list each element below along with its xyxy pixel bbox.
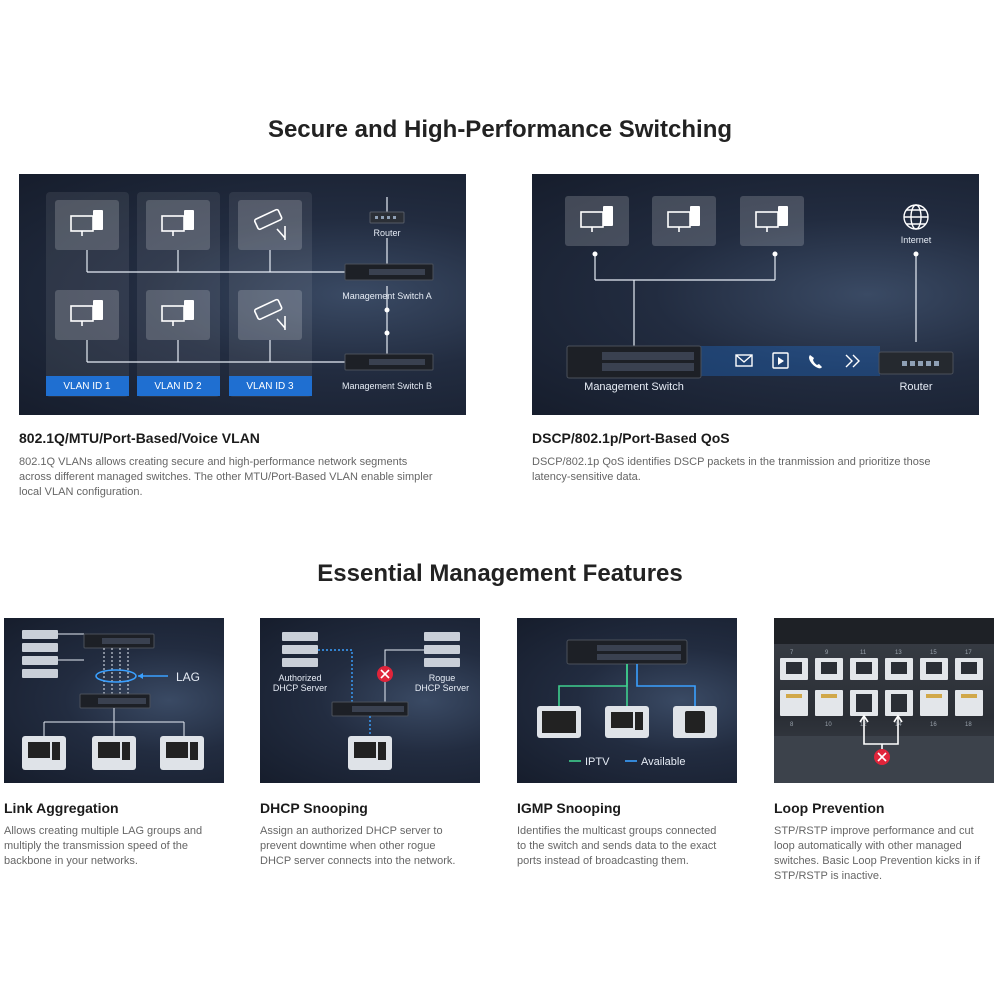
igmp-diagram-panel: IPTV Available: [517, 618, 737, 783]
vlan-column-3: [229, 192, 312, 397]
rogue-label-1: Rogue: [429, 673, 456, 683]
section-title-switching: Secure and High-Performance Switching: [267, 116, 733, 143]
vlan-column-1: [46, 192, 129, 397]
router-icon: [878, 351, 954, 375]
monitor-icon: [22, 736, 66, 770]
computer-icon: [146, 290, 210, 340]
svg-text:16: 16: [930, 722, 937, 728]
vlan-tag-3: [229, 376, 312, 396]
server-icon: [282, 632, 318, 667]
lag-diagram-panel: LAG: [4, 618, 224, 783]
globe-icon: [903, 204, 929, 230]
svg-text:13: 13: [895, 650, 902, 656]
feature-title-lag: Link Aggregation: [4, 800, 119, 816]
server-icon: [22, 630, 58, 678]
svg-text:7: 7: [790, 650, 794, 656]
vlan-tag-2: [137, 376, 220, 396]
iptv-legend: IPTV: [585, 756, 610, 768]
switch-b-label: Management Switch B: [342, 381, 432, 391]
available-legend: Available: [641, 756, 685, 768]
svg-text:9: 9: [825, 650, 829, 656]
computer-icon: [146, 200, 210, 250]
svg-text:11: 11: [860, 650, 867, 656]
switch-icon: [83, 633, 155, 649]
switch-a-label: Management Switch A: [342, 291, 432, 301]
svg-text:VLAN ID 1: VLAN ID 1: [63, 381, 111, 392]
svg-text:10: 10: [825, 722, 832, 728]
lag-ring: [95, 669, 137, 683]
router-label: Router: [899, 381, 932, 393]
switch-icon: [566, 639, 688, 665]
monitor-icon: [160, 736, 204, 770]
camera-icon: [238, 290, 302, 340]
svg-text:VLAN ID 2: VLAN ID 2: [154, 381, 202, 392]
switch-icon: [566, 345, 702, 379]
feature-title-dhcp: DHCP Snooping: [260, 800, 368, 816]
lag-label: LAG: [176, 670, 200, 684]
management-switch-label: Management Switch: [584, 381, 684, 393]
monitor-icon: [605, 706, 649, 738]
feature-title-igmp: IGMP Snooping: [517, 800, 621, 816]
vlan-tag-1: [46, 376, 129, 396]
svg-text:VLAN ID 3: VLAN ID 3: [246, 381, 294, 392]
computer-icon: [55, 290, 119, 340]
chevrons-right-icon: [845, 354, 860, 368]
feature-desc-vlan: 802.1Q VLANs allows creating secure and …: [19, 456, 433, 498]
authorized-label-2: DHCP Server: [273, 683, 327, 693]
loop-diagram-panel: 7 9 11 13 15 17 8 10 12 14 16 18: [774, 618, 994, 783]
computer-icon: [740, 196, 804, 246]
switch-icon: [344, 263, 434, 281]
feature-desc-qos: DSCP/802.1p QoS identifies DSCP packets …: [532, 456, 931, 483]
feature-title-loop: Loop Prevention: [774, 800, 885, 816]
camera-icon: [238, 200, 302, 250]
monitor-icon: [348, 736, 392, 770]
mail-icon: [735, 354, 753, 367]
blocked-icon: [377, 666, 393, 682]
computer-icon: [55, 200, 119, 250]
router-icon: [369, 211, 405, 224]
router-label: Router: [373, 228, 400, 238]
tv-icon: [537, 706, 581, 738]
priority-traffic-lane: [700, 346, 880, 376]
computer-icon: [652, 196, 716, 246]
svg-text:17: 17: [965, 650, 972, 656]
dhcp-diagram-panel: Authorized DHCP Server Rogue DHCP Server: [260, 618, 480, 783]
rogue-label-2: DHCP Server: [415, 683, 469, 693]
video-icon: [772, 352, 789, 369]
switch-icon: [79, 693, 151, 709]
authorized-label-1: Authorized: [278, 673, 321, 683]
switch-icon: [331, 701, 409, 717]
vlan-diagram-panel: Router Management Switch A Management Sw…: [19, 174, 466, 415]
switch-icon: [344, 353, 434, 371]
svg-text:15: 15: [930, 650, 937, 656]
monitor-icon: [92, 736, 136, 770]
feature-title-qos: DSCP/802.1p/Port-Based QoS: [532, 430, 730, 446]
ethernet-ports: [780, 658, 983, 716]
svg-text:8: 8: [790, 722, 794, 728]
vlan-column-2: [137, 192, 220, 397]
blocked-icon: [874, 749, 890, 765]
computer-icon: [565, 196, 629, 246]
section-title-management: Essential Management Features: [317, 560, 683, 587]
internet-label: Internet: [901, 235, 932, 245]
svg-text:18: 18: [965, 722, 972, 728]
feature-title-vlan: 802.1Q/MTU/Port-Based/Voice VLAN: [19, 430, 260, 446]
qos-diagram-panel: Internet Management Switch Router: [532, 174, 979, 415]
nas-icon: [673, 706, 717, 738]
feature-desc-igmp: Identifies the multicast groups connecte…: [517, 825, 717, 867]
server-icon: [424, 632, 460, 667]
phone-icon: [809, 355, 822, 369]
